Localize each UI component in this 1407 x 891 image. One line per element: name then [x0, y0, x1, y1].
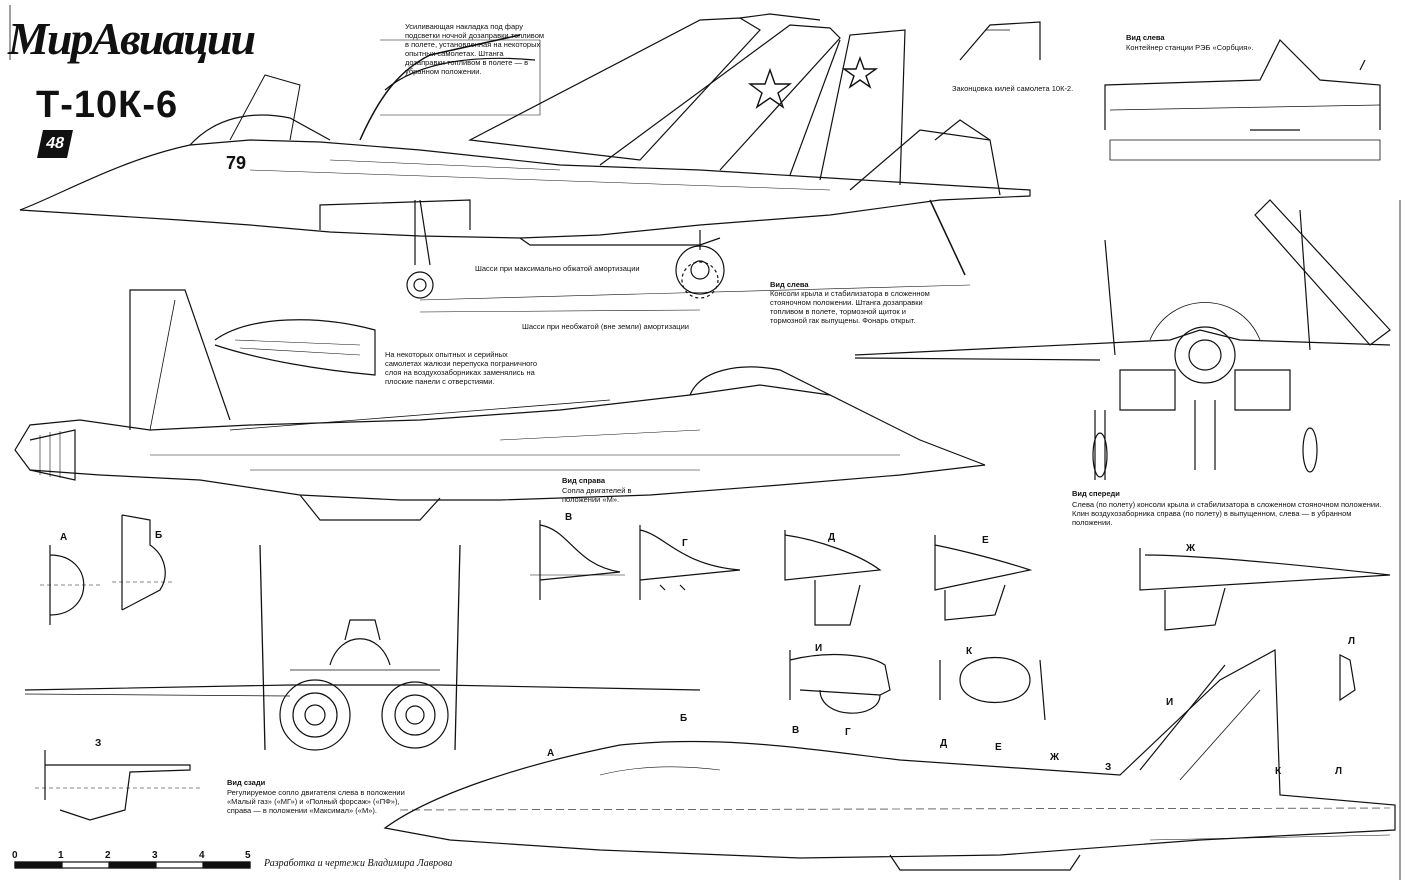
intake-note: На некоторых опытных и серийных самолета… [385, 350, 537, 386]
scale-tick-0: 0 [12, 850, 18, 861]
gear-extended-caption: Шасси при необжатой (вне земли) амортиза… [522, 322, 689, 331]
scale-tick-4: 4 [199, 850, 205, 861]
section-label-a: А [60, 532, 68, 543]
marker-e: Е [995, 742, 1002, 753]
reb-container-detail [1104, 38, 1381, 161]
bottom-side-view [383, 649, 1396, 871]
section-label-b: Б [155, 530, 163, 541]
right-view-heading: Вид справа [562, 476, 606, 485]
rear-view-heading: Вид сзади [227, 778, 266, 787]
front-view [854, 199, 1391, 480]
section-label-l: Л [1348, 636, 1356, 647]
section-label-z: З [95, 738, 102, 749]
scale-tick-3: 3 [152, 850, 158, 861]
side-view-left-folded [19, 13, 1031, 313]
aircraft-title: Т-10К-6 [36, 84, 179, 126]
fin-tip-caption: Законцовка килей самолета 10К-2. [952, 84, 1074, 93]
magazine-logo: МирАвиации [8, 12, 256, 65]
right-view-text: Сопла двигателей в положении «М». [562, 486, 632, 504]
left-view-small-heading: Вид слева [1126, 33, 1165, 42]
scale-tick-1: 1 [58, 850, 64, 861]
left-view-text: Консоли крыла и стабилизатора в сложенно… [770, 289, 930, 325]
gear-compressed-caption: Шасси при максимально обжатой амортизаци… [475, 264, 640, 273]
section-label-zh: Ж [1186, 543, 1196, 554]
rear-view [24, 544, 701, 751]
section-label-d: Д [828, 532, 836, 543]
scale-tick-2: 2 [105, 850, 111, 861]
fuselage-number: 79 [226, 153, 247, 173]
side-view-right-flight [14, 289, 986, 521]
marker-i: И [1166, 697, 1174, 708]
cross-sections [35, 514, 1391, 821]
issue-badge: 48 [37, 130, 73, 158]
fin-tip-detail [959, 21, 1041, 61]
refuel-note: Усиливающая накладка под фару подсветки … [405, 22, 545, 76]
section-label-k: К [966, 646, 973, 657]
marker-g: Г [845, 727, 851, 738]
rear-view-text: Регулируемое сопло двигателя слева в пол… [227, 788, 405, 815]
front-view-text: Слева (по полету) консоли крыла и стабил… [1072, 500, 1382, 527]
scale-tick-5: 5 [245, 850, 251, 861]
section-label-g: Г [682, 538, 688, 549]
marker-zh: Ж [1050, 752, 1060, 763]
section-label-e: Е [982, 535, 989, 546]
front-view-heading: Вид спереди [1072, 489, 1120, 498]
marker-l: Л [1335, 766, 1343, 777]
scale-bar [14, 861, 251, 869]
magazine-logo-text: МирАвиации [8, 13, 256, 64]
marker-v: В [792, 725, 800, 736]
section-label-v: В [565, 512, 573, 523]
marker-a: А [547, 748, 555, 759]
author-credit: Разработка и чертежи Владимира Лаврова [264, 858, 453, 869]
marker-d: Д [940, 738, 948, 749]
section-label-i: И [815, 643, 823, 654]
marker-b: Б [680, 713, 688, 724]
left-view-heading: Вид слева [770, 280, 809, 289]
left-view-small-text: Контейнер станции РЭБ «Сорбция». [1126, 43, 1254, 52]
marker-z: З [1105, 762, 1112, 773]
marker-k: К [1275, 766, 1282, 777]
